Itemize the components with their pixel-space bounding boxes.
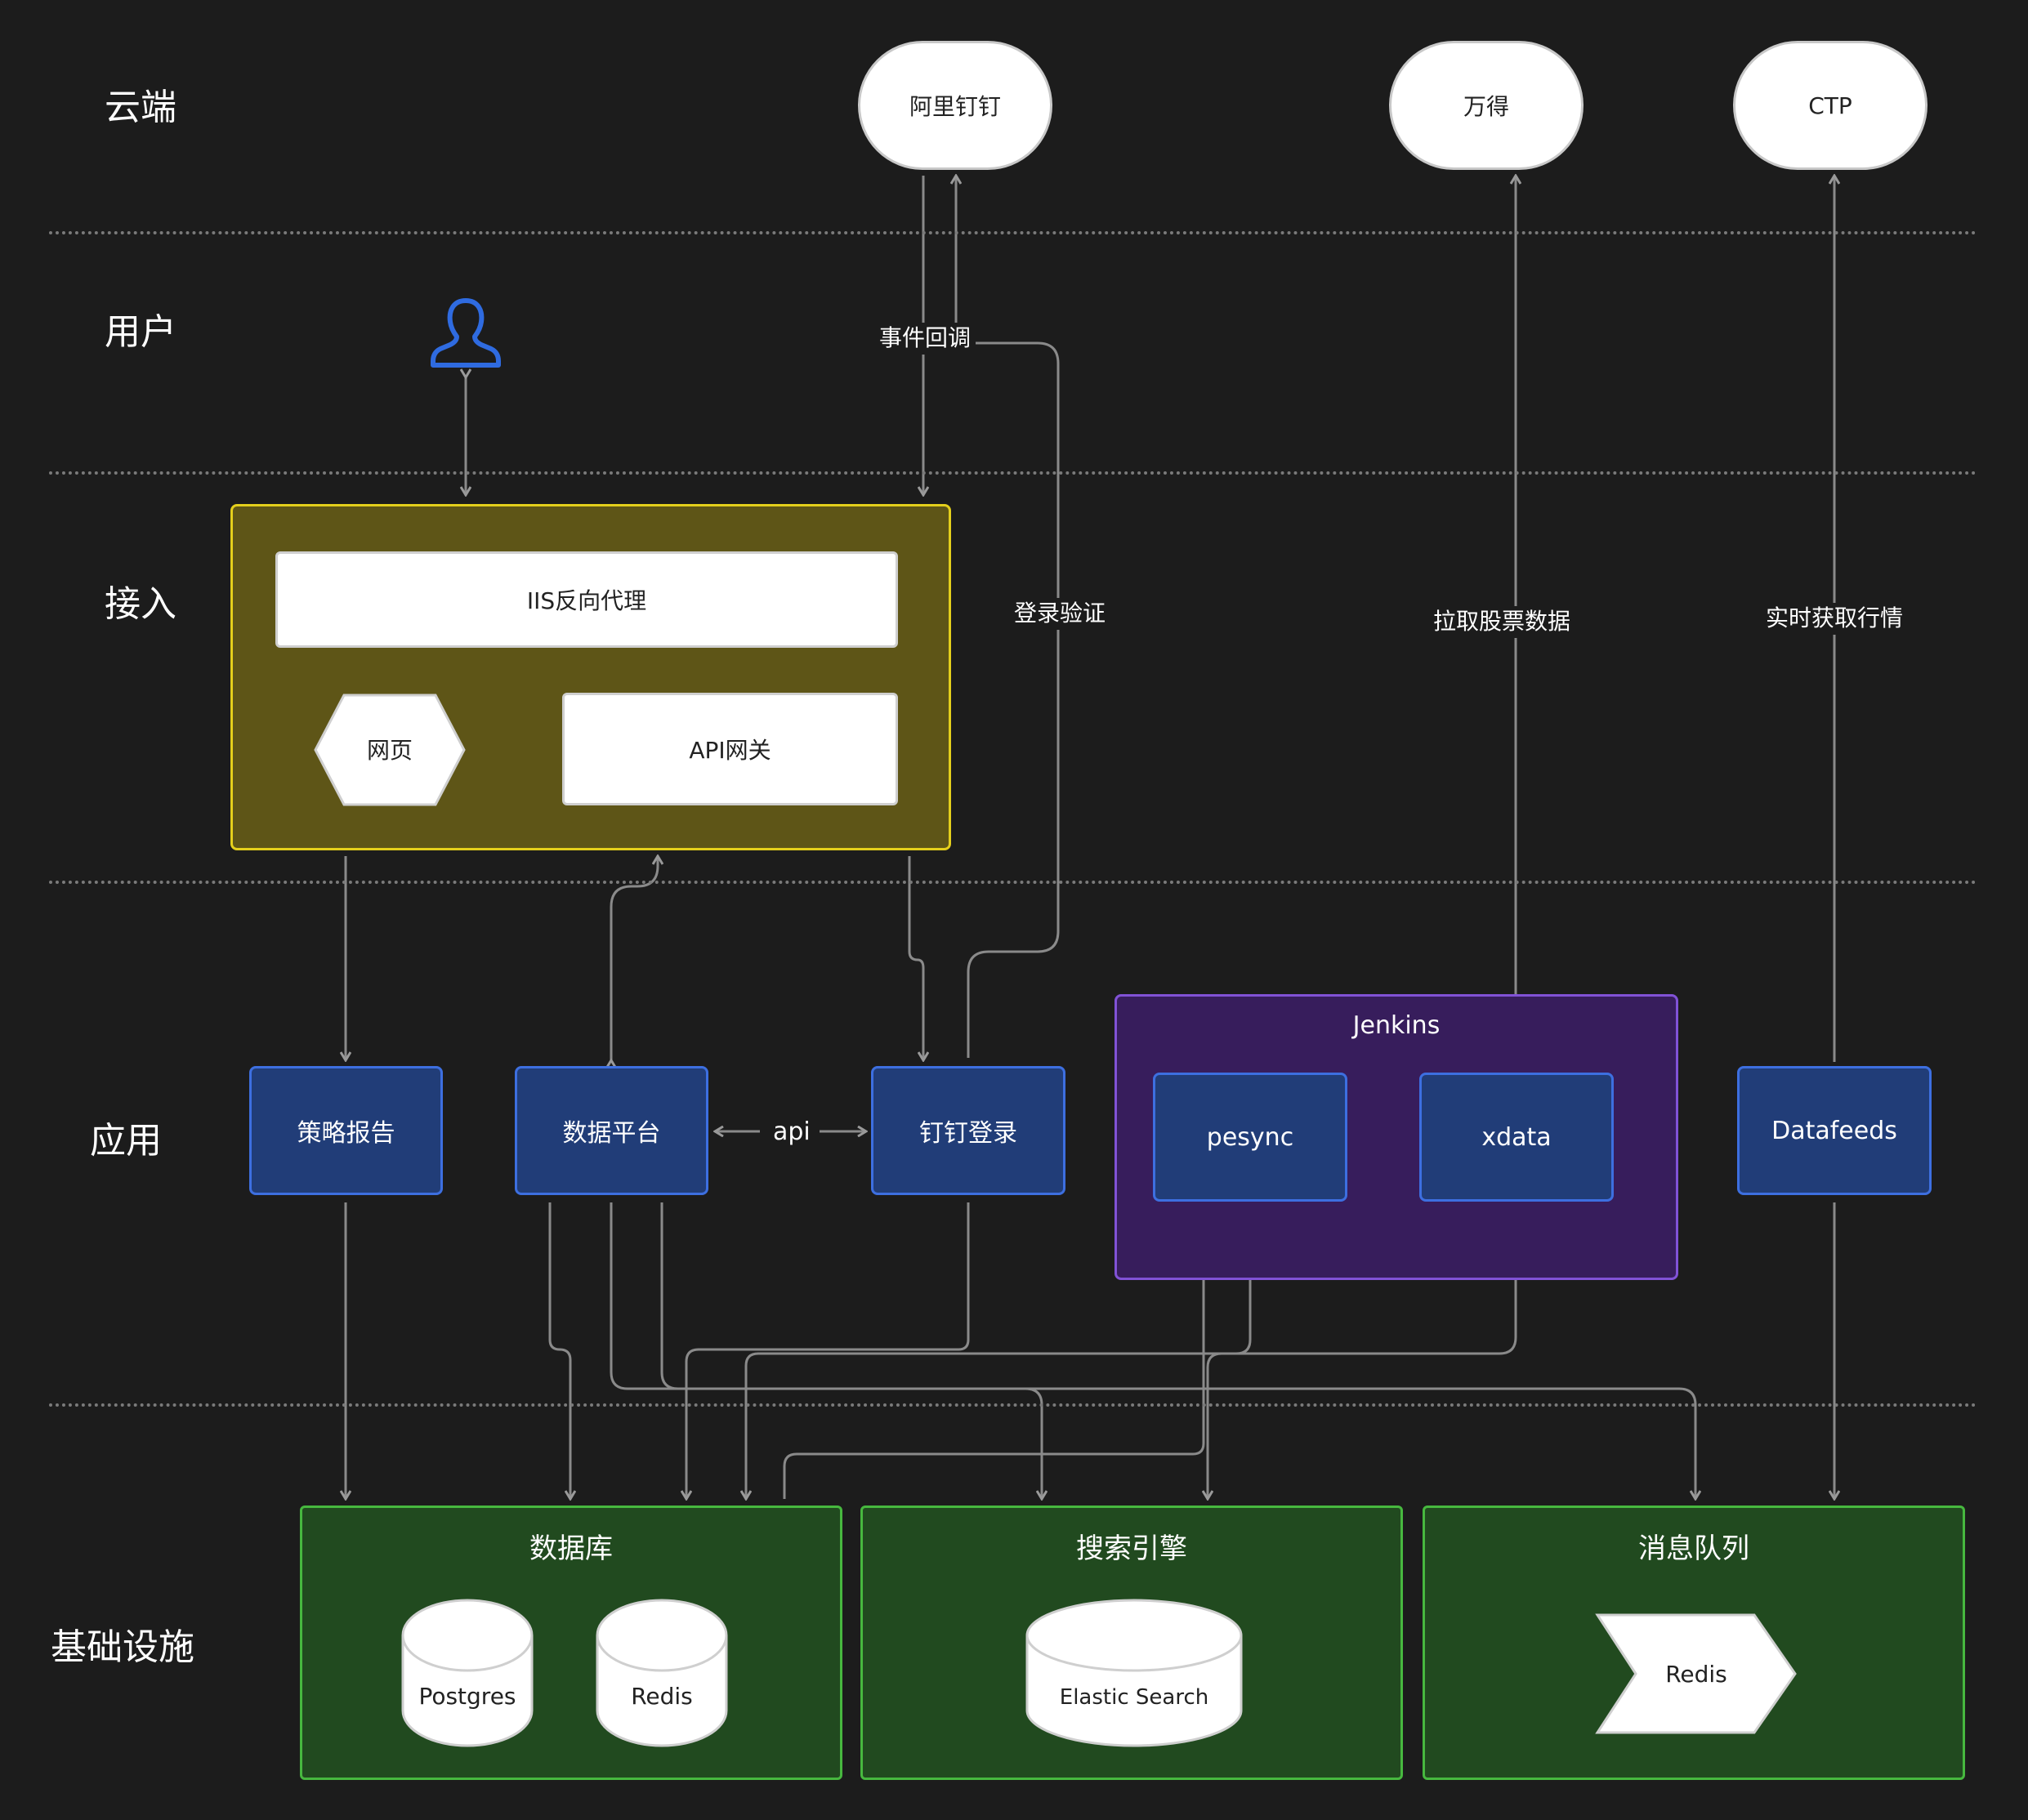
edge-dp-mq xyxy=(660,1202,1695,1499)
edge-search-pesync xyxy=(783,1209,1204,1499)
infra-database-group: 数据库 Postgres Redis xyxy=(300,1506,842,1780)
divider-user-access xyxy=(49,471,1977,475)
user-icon[interactable] xyxy=(429,296,503,369)
edge-label-api: api xyxy=(768,1115,815,1149)
infra-database-title: 数据库 xyxy=(529,1532,613,1565)
webpage-hexagon[interactable]: 网页 xyxy=(313,693,467,807)
layer-label-access: 接入 xyxy=(105,583,176,625)
postgres-label: Postgres xyxy=(418,1683,516,1710)
redis-queue-shape[interactable]: Redis xyxy=(1595,1613,1798,1735)
app-strategy-report[interactable]: 策略报告 xyxy=(249,1066,443,1195)
infra-search-title: 搜索引擎 xyxy=(1076,1532,1187,1565)
edge-xdata-search xyxy=(1208,1207,1517,1499)
app-data-platform[interactable]: 数据平台 xyxy=(515,1066,708,1195)
layer-label-app: 应用 xyxy=(90,1120,162,1162)
edge-login-db xyxy=(686,1202,970,1499)
api-gateway[interactable]: API网关 xyxy=(562,693,898,805)
infra-search-group: 搜索引擎 Elastic Search xyxy=(860,1506,1403,1780)
infra-mq-title: 消息队列 xyxy=(1638,1532,1749,1565)
edge-label-event-callback: 事件回调 xyxy=(874,323,976,355)
postgres-cylinder[interactable]: Postgres xyxy=(400,1598,534,1748)
redis-cylinder[interactable]: Redis xyxy=(595,1598,729,1748)
edge-dataplatform-access xyxy=(611,856,658,1060)
layer-label-infra: 基础设施 xyxy=(51,1626,194,1668)
app-xdata[interactable]: xdata xyxy=(1419,1073,1614,1202)
edge-label-realtime-quotes: 实时获取行情 xyxy=(1761,603,1909,635)
app-datafeeds[interactable]: Datafeeds xyxy=(1737,1066,1932,1195)
infra-mq-group: 消息队列 Redis xyxy=(1423,1506,1965,1780)
app-dingtalk-login[interactable]: 钉钉登录 xyxy=(871,1066,1065,1195)
divider-cloud-user xyxy=(49,231,1977,234)
redis-db-label: Redis xyxy=(631,1683,693,1710)
divider-access-app xyxy=(49,881,1977,884)
jenkins-title: Jenkins xyxy=(1352,1011,1441,1040)
elastic-search-label: Elastic Search xyxy=(1060,1685,1208,1710)
cloud-node-wind[interactable]: 万得 xyxy=(1389,41,1584,170)
elastic-search-cylinder[interactable]: Elastic Search xyxy=(1025,1598,1244,1748)
layer-label-user: 用户 xyxy=(105,311,176,353)
edge-label-pull-stock: 拉取股票数据 xyxy=(1428,606,1576,638)
webpage-label: 网页 xyxy=(367,737,413,764)
edge-dp-db xyxy=(548,1202,570,1499)
app-pesync[interactable]: pesync xyxy=(1153,1073,1347,1202)
cloud-node-ctp[interactable]: CTP xyxy=(1733,41,1927,170)
divider-app-infra xyxy=(49,1403,1977,1407)
cloud-node-dingtalk[interactable]: 阿里钉钉 xyxy=(858,41,1052,170)
layer-label-cloud: 云端 xyxy=(105,87,176,128)
edge-access-login xyxy=(908,856,923,1060)
redis-queue-label: Redis xyxy=(1665,1661,1727,1688)
edge-label-login-verify: 登录验证 xyxy=(1009,598,1111,630)
edge-pesync-db xyxy=(746,1207,1252,1499)
iis-reverse-proxy[interactable]: IIS反向代理 xyxy=(275,551,898,648)
